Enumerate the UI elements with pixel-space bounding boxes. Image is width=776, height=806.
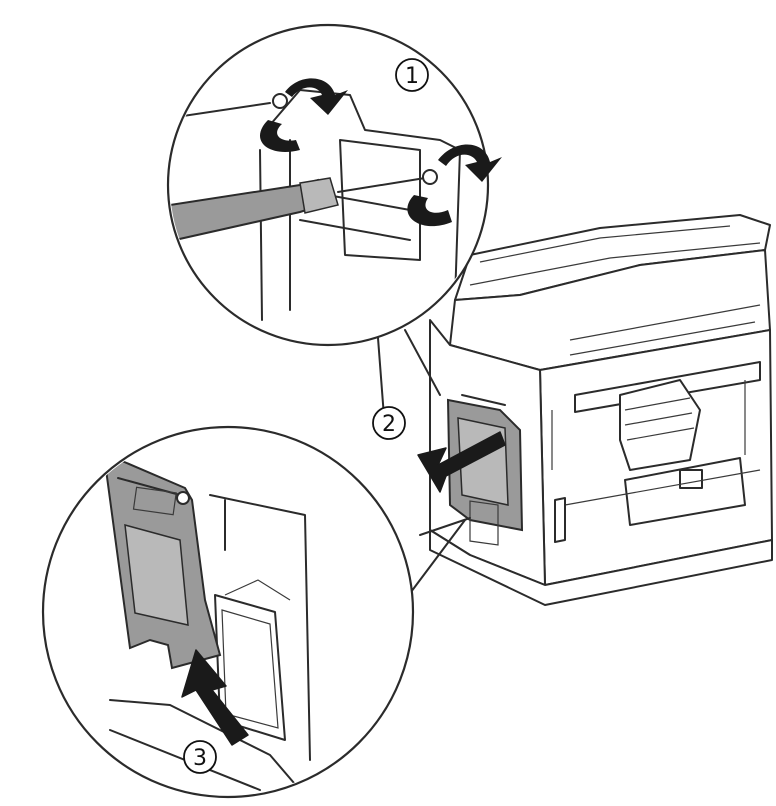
insert-arrow-icon xyxy=(181,649,249,746)
screw-icon-2 xyxy=(422,169,438,185)
printer-duplex-handle xyxy=(619,379,701,471)
step-1-badge xyxy=(395,58,429,92)
printer-port xyxy=(554,497,566,543)
step-3-badge xyxy=(183,740,217,774)
callout-line-top xyxy=(404,329,441,396)
callout-line-bottom xyxy=(419,517,471,536)
printer-latch xyxy=(679,469,703,489)
screw-icon xyxy=(272,93,288,109)
printer-base xyxy=(429,529,773,606)
printer-rear-cover xyxy=(624,457,746,526)
printer xyxy=(429,214,773,606)
step-3-label: 3 xyxy=(193,746,207,771)
step-1-label: 1 xyxy=(405,64,419,89)
rotate-arrow-icon xyxy=(259,78,348,152)
rotate-arrow-icon-2 xyxy=(407,144,502,227)
step-2-label: 2 xyxy=(382,412,396,437)
cover-screw-hole xyxy=(176,491,190,505)
callout-line-bottom-2 xyxy=(404,519,466,601)
step-2-badge xyxy=(372,406,406,440)
step-2-callout: 2 xyxy=(372,406,406,440)
magnifier-step-3: 3 xyxy=(41,425,415,799)
magnifier-step-1: 1 xyxy=(166,23,502,347)
remove-arrow-icon xyxy=(417,431,506,493)
